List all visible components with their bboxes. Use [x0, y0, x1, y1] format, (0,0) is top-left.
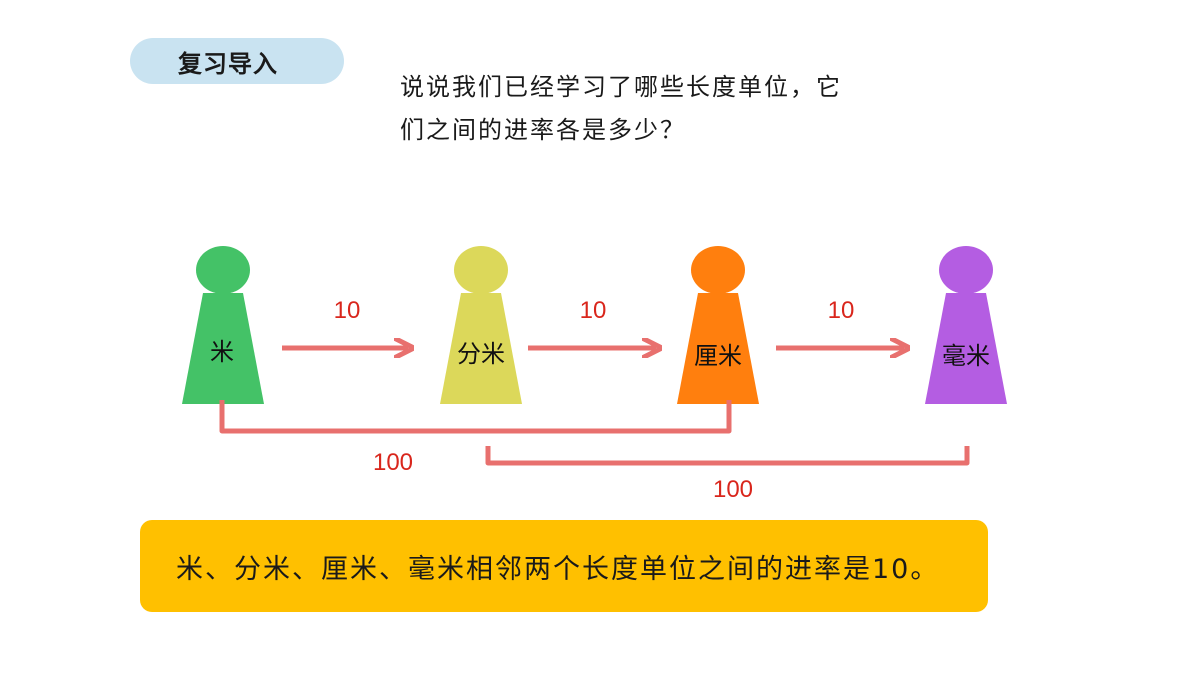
figure-body-icon	[440, 293, 522, 404]
bracket-decimeter-millimeter	[485, 446, 970, 466]
figure-centimeter: 厘米	[677, 246, 759, 404]
figure-body-icon	[925, 293, 1007, 404]
figure-body-icon	[677, 293, 759, 404]
bracket-meter-centimeter	[219, 400, 732, 434]
figure-head-icon	[939, 246, 993, 294]
unit-label-millimeter: 毫米	[942, 342, 990, 370]
figure-head-icon	[691, 246, 745, 294]
rate-label-3: 10	[828, 297, 855, 324]
unit-label-meter: 米	[210, 338, 234, 366]
question-line-2: 们之间的进率各是多少？	[400, 116, 686, 144]
figure-meter: 米	[182, 246, 264, 404]
figure-head-icon	[454, 246, 508, 294]
section-label: 复习导入	[178, 49, 278, 78]
figure-body-icon	[182, 293, 264, 404]
question-line-1: 说说我们已经学习了哪些长度单位，它	[400, 73, 842, 101]
figure-millimeter: 毫米	[925, 246, 1007, 404]
rate-label-2: 10	[580, 297, 607, 324]
rate-label-100-first: 100	[373, 449, 413, 476]
rate-label-1: 10	[334, 297, 361, 324]
figure-decimeter: 分米	[440, 246, 522, 404]
section-badge: 复习导入	[130, 38, 344, 84]
question-text: 说说我们已经学习了哪些长度单位，它 们之间的进率各是多少？	[400, 66, 920, 152]
unit-label-centimeter: 厘米	[694, 342, 742, 370]
unit-label-decimeter: 分米	[457, 340, 505, 368]
conclusion-text: 米、分米、厘米、毫米相邻两个长度单位之间的进率是10。	[176, 553, 940, 585]
rate-label-100-second: 100	[713, 476, 753, 503]
conclusion-box: 米、分米、厘米、毫米相邻两个长度单位之间的进率是10。	[140, 520, 988, 612]
figure-head-icon	[196, 246, 250, 294]
